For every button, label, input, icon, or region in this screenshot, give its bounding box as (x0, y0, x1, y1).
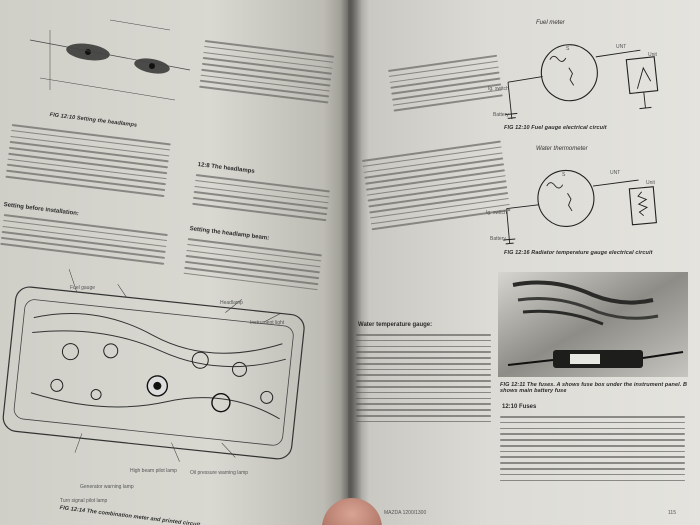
fig-12-11-caption: FIG 12:11 The fuses. A shows fuse box un… (500, 382, 688, 394)
water-unt-label: UNT (610, 170, 621, 176)
combination-meter-diagram (2, 268, 305, 462)
page-number: 115 (668, 510, 676, 516)
water-thermometer-title: Water thermometer (536, 146, 588, 152)
page-footer: MAZDA 1200/1300 (384, 510, 427, 516)
water-unit-label: Unit (646, 180, 655, 186)
meter-label-c: High beam pilot lamp (130, 468, 177, 474)
water-ig-switch-label: Ig. switch (486, 210, 507, 216)
fuel-ig-switch-label: Ig. switch (488, 86, 509, 92)
left-page: FIG 12:10 Setting the headlamps Setting … (0, 0, 352, 525)
fig-12-16-caption: FIG 12:16 Radiator temperature gauge ele… (504, 250, 653, 256)
fuel-unit-label: Unit (648, 52, 657, 58)
meter-label-a: Fuel gauge (70, 285, 96, 291)
water-s-label: S (562, 172, 566, 178)
meter-label-b: Headlamp (220, 300, 243, 306)
heading-fuses: 12:10 Fuses (502, 404, 537, 410)
fuel-meter-schematic (505, 44, 659, 120)
headlamp-diagram (29, 19, 191, 101)
fuel-s-label: S (566, 46, 570, 52)
fuel-battery-label: Battery (493, 112, 509, 118)
left-page-graphics (2, 19, 305, 462)
fig-12-10-caption-right: FIG 12:10 Fuel gauge electrical circuit (504, 125, 607, 131)
meter-label-f: Turn signal pilot lamp (60, 498, 108, 504)
meter-label-e: Oil pressure warning lamp (190, 470, 249, 476)
right-page-text-block-d (500, 416, 685, 485)
right-page-text-block-c (356, 334, 491, 427)
meter-label-g: Instrument light (250, 320, 285, 326)
fuse-photo (498, 272, 688, 377)
book-gutter (340, 0, 362, 525)
water-battery-label: Battery (490, 236, 506, 242)
right-page-graphics (498, 44, 688, 377)
fuel-meter-title: Fuel meter (536, 20, 565, 26)
heading-water-temperature-gauge: Water temperature gauge: (358, 322, 433, 328)
meter-label-d: Generator warning lamp (80, 484, 134, 490)
water-thermometer-schematic (503, 169, 657, 245)
fuel-unt-label: UNT (616, 44, 627, 50)
right-page: Water temperature gauge: Fuel meter UNT … (348, 0, 700, 525)
